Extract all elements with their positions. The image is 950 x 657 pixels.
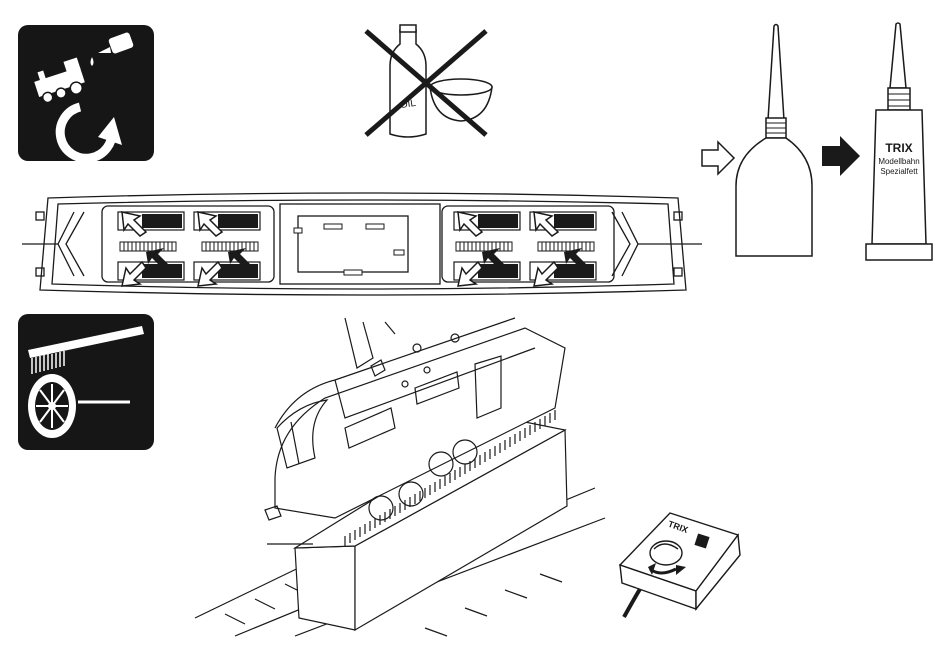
brush-wheel-icon — [18, 314, 154, 450]
no-oil-illustration: OIL — [360, 25, 500, 140]
chassis-top-view — [18, 190, 708, 302]
trix-controller-illustration: TRIX — [610, 505, 750, 625]
grease-brand: TRIX — [885, 141, 912, 155]
oil-locomotive-rotate-icon — [18, 25, 154, 161]
cleaning-icon-panel — [18, 314, 154, 450]
locomotive-on-test-stand — [195, 318, 605, 638]
grease-line1: Modellbahn — [878, 157, 919, 166]
oil-bottle-illustration — [700, 22, 830, 262]
grease-tube-illustration: TRIX Modellbahn Spezialfett — [820, 22, 950, 267]
lubrication-icon-panel — [18, 25, 154, 161]
grease-line2: Spezialfett — [880, 167, 918, 176]
